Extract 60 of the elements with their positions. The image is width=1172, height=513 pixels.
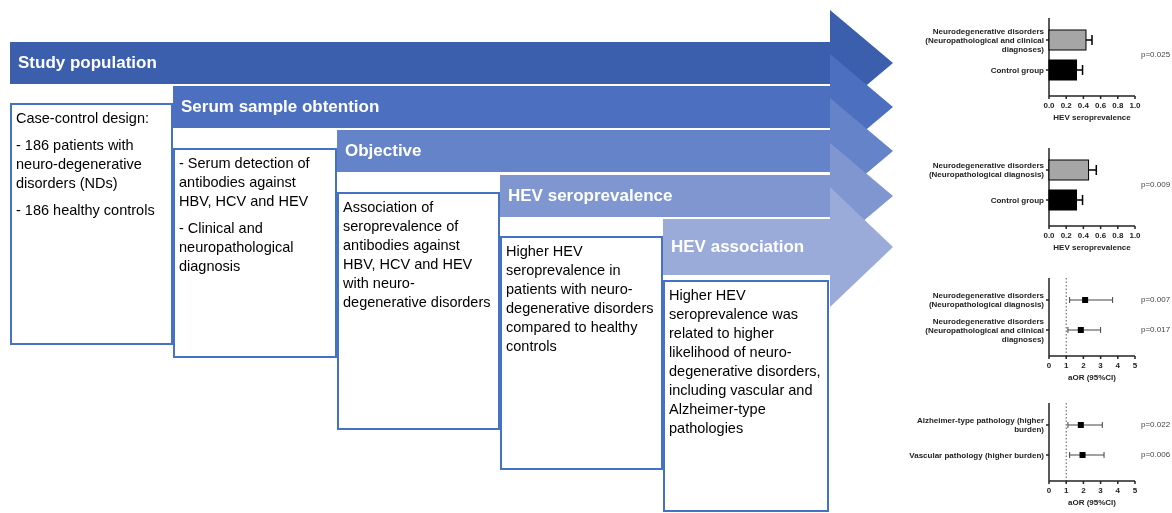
category-label: Neurodegenerative disorders (Neuropathological and clinical diagnoses)	[924, 316, 1044, 344]
tick-label: 3	[1097, 361, 1104, 371]
p-value-label: p=0.022	[1141, 420, 1171, 430]
axis-title: aOR (95%CI)	[1067, 373, 1117, 383]
p-value-label: p=0.025	[1141, 50, 1171, 60]
text-box	[173, 148, 337, 358]
text-box	[337, 192, 500, 430]
p-value-label: p=0.017	[1141, 325, 1171, 335]
stage-heading: Objective	[344, 140, 422, 163]
box-text: Case-control design:	[16, 109, 150, 128]
tick-label: 2	[1080, 361, 1087, 371]
p-value-label: p=0.009	[1141, 180, 1171, 190]
tick-label: 4	[1114, 361, 1121, 371]
box-text: Higher HEV seroprevalence was related to higher likelihood of neuro-degenerative disorders, including vascular and Alzheimer-type pathologies	[669, 286, 822, 438]
category-label: Control group	[990, 65, 1044, 75]
tick-label: 0	[1045, 486, 1053, 496]
axis-title: HEV seroprevalence	[1052, 113, 1132, 123]
stage-heading: Study population	[17, 52, 157, 75]
box-text: - 186 patients with neuro-degenerative disorders (NDs)	[16, 136, 143, 193]
tick-label: 0.8	[1111, 231, 1125, 241]
category-label: Neurodegenerative disorders (Neuropathological diagnosis)	[927, 291, 1044, 309]
tick-label: 1	[1062, 486, 1070, 496]
tick-label: 5	[1131, 486, 1139, 496]
tick-label: 0.2	[1059, 101, 1073, 111]
p-value-label: p=0.006	[1141, 450, 1171, 460]
p-value-label: p=0.007	[1141, 295, 1171, 305]
box-text: Higher HEV seroprevalence in patients with neuro-degenerative disorders compared to healthy controls	[506, 242, 655, 356]
category-label: Vascular pathology (higher burden)	[909, 450, 1044, 460]
tick-label: 1	[1062, 361, 1070, 371]
text-box	[500, 236, 663, 470]
box-text: - Clinical and neuropathological diagnosis	[179, 219, 295, 276]
tick-label: 0.6	[1094, 101, 1108, 111]
tick-label: 0.6	[1094, 231, 1108, 241]
category-label: Neurodegenerative disorders (Neuropathological diagnosis)	[927, 161, 1044, 179]
category-label: Alzheimer-type pathology (higher burden)	[915, 416, 1044, 434]
stage-heading: HEV seroprevalence	[507, 185, 673, 208]
stage-heading: HEV association	[670, 236, 805, 259]
tick-label: 3	[1097, 486, 1104, 496]
tick-label: 5	[1131, 361, 1139, 371]
box-text: - Serum detection of antibodies against HBV, HCV and HEV	[179, 154, 311, 211]
tick-label: 0.2	[1059, 231, 1073, 241]
box-text: Association of seroprevalence of antibodies against HBV, HCV and HEV with neuro-degenerative disorders	[343, 198, 492, 312]
tick-label: 0.4	[1076, 101, 1090, 111]
tick-label: 0.0	[1042, 231, 1056, 241]
category-label: Neurodegenerative disorders (Neuropathological and clinical diagnoses)	[924, 26, 1044, 54]
tick-label: 1.0	[1128, 231, 1142, 241]
text-box	[10, 103, 173, 345]
tick-label: 0	[1045, 361, 1053, 371]
tick-label: 0.4	[1076, 231, 1090, 241]
stage-heading: Serum sample obtention	[180, 96, 380, 119]
box-text: - 186 healthy controls	[16, 201, 156, 220]
tick-label: 0.0	[1042, 101, 1056, 111]
tick-label: 2	[1080, 486, 1087, 496]
text-box	[663, 280, 829, 512]
tick-label: 4	[1114, 486, 1121, 496]
tick-label: 1.0	[1128, 101, 1142, 111]
tick-label: 0.8	[1111, 101, 1125, 111]
axis-title: HEV seroprevalence	[1052, 243, 1132, 253]
category-label: Control group	[990, 195, 1044, 205]
axis-title: aOR (95%CI)	[1067, 498, 1117, 508]
